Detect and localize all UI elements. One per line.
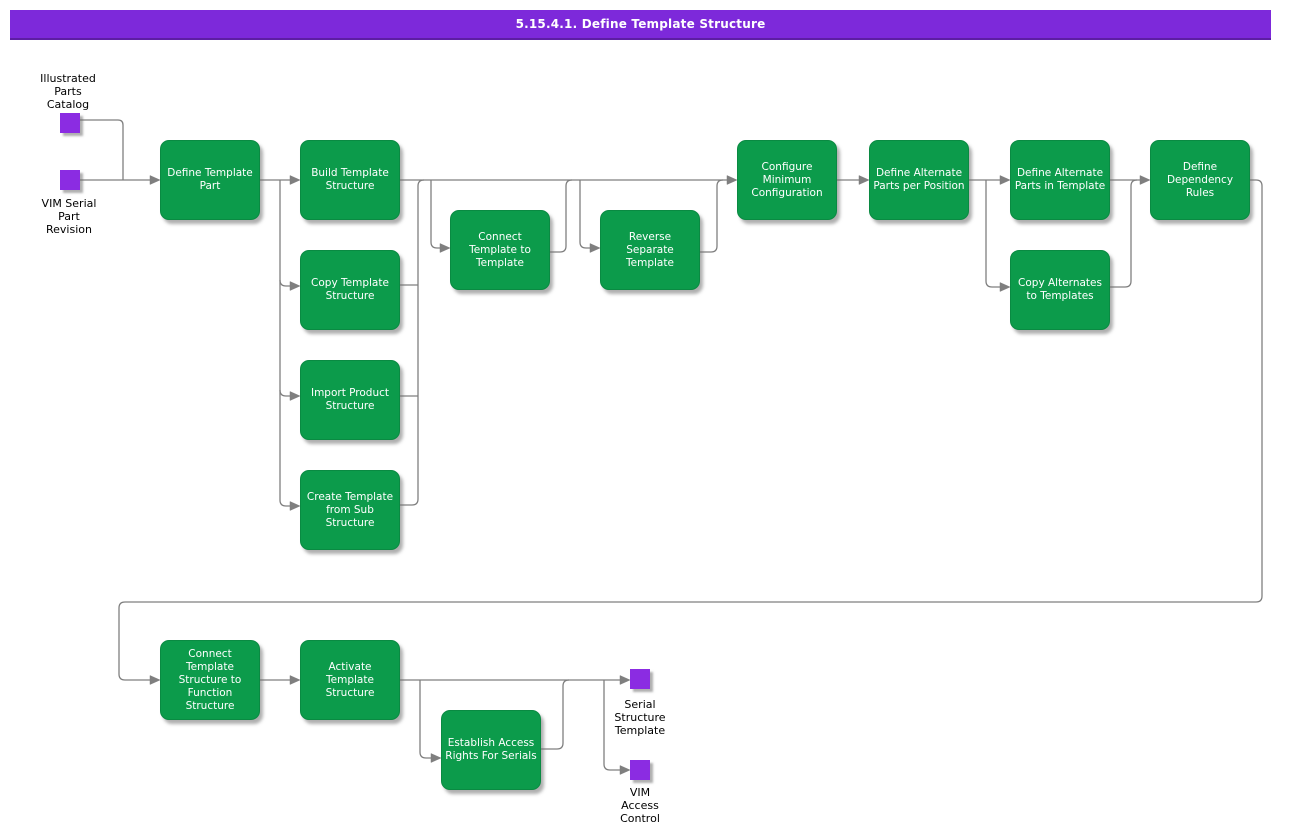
- event-vim-serial-part-revision[interactable]: [60, 170, 80, 190]
- event-label-serial-structure-template: Serial Structure Template: [614, 698, 666, 737]
- node-label: Create Template from Sub Structure: [306, 490, 394, 529]
- node-label: Copy Alternates to Templates: [1018, 277, 1102, 302]
- node-activate-template-structure[interactable]: Activate Template Structure: [300, 640, 400, 720]
- node-define-dependency-rules[interactable]: Define Dependency Rules: [1150, 140, 1250, 220]
- event-label-illustrated-parts-catalog: Illustrated Parts Catalog: [40, 72, 96, 111]
- node-connect-template-to-template[interactable]: Connect Template to Template: [450, 210, 550, 290]
- node-label: Establish Access Rights For Serials: [445, 737, 537, 762]
- node-label: Reverse Separate Template: [626, 230, 674, 269]
- diagram-title: 5.15.4.1. Define Template Structure: [515, 17, 766, 31]
- node-label: Define Dependency Rules: [1166, 160, 1234, 199]
- node-label: Configure Minimum Configuration: [751, 160, 823, 199]
- node-label: Copy Template Structure: [311, 277, 389, 302]
- event-label-vim-serial-part-revision: VIM Serial Part Revision: [41, 197, 97, 236]
- node-copy-template-structure[interactable]: Copy Template Structure: [300, 250, 400, 330]
- event-label-vim-access-control: VIM Access Control: [620, 786, 660, 822]
- event-illustrated-parts-catalog[interactable]: [60, 113, 80, 133]
- node-establish-access-rights-for-serials[interactable]: Establish Access Rights For Serials: [441, 710, 541, 790]
- node-define-alternate-parts-in-template[interactable]: Define Alternate Parts in Template: [1010, 140, 1110, 220]
- node-label: Define Alternate Parts per Position: [873, 167, 965, 192]
- node-create-template-from-sub-structure[interactable]: Create Template from Sub Structure: [300, 470, 400, 550]
- node-connect-template-structure-to-function-structure[interactable]: Connect Template Structure to Function S…: [160, 640, 260, 720]
- node-reverse-separate-template[interactable]: Reverse Separate Template: [600, 210, 700, 290]
- node-label: Build Template Structure: [311, 167, 389, 192]
- node-import-product-structure[interactable]: Import Product Structure: [300, 360, 400, 440]
- diagram-title-bar: 5.15.4.1. Define Template Structure: [10, 10, 1271, 40]
- node-label: Connect Template to Template: [469, 230, 531, 269]
- node-define-template-part[interactable]: Define Template Part: [160, 140, 260, 220]
- node-copy-alternates-to-templates[interactable]: Copy Alternates to Templates: [1010, 250, 1110, 330]
- node-configure-minimum-configuration[interactable]: Configure Minimum Configuration: [737, 140, 837, 220]
- node-label: Define Template Part: [167, 167, 253, 192]
- node-label: Import Product Structure: [310, 387, 390, 412]
- node-label: Define Alternate Parts in Template: [1014, 167, 1106, 192]
- node-label: Connect Template Structure to Function S…: [178, 647, 242, 712]
- node-build-template-structure[interactable]: Build Template Structure: [300, 140, 400, 220]
- node-label: Activate Template Structure: [325, 660, 375, 699]
- node-define-alternate-parts-per-position[interactable]: Define Alternate Parts per Position: [869, 140, 969, 220]
- event-vim-access-control[interactable]: [630, 760, 650, 780]
- event-serial-structure-template[interactable]: [630, 669, 650, 689]
